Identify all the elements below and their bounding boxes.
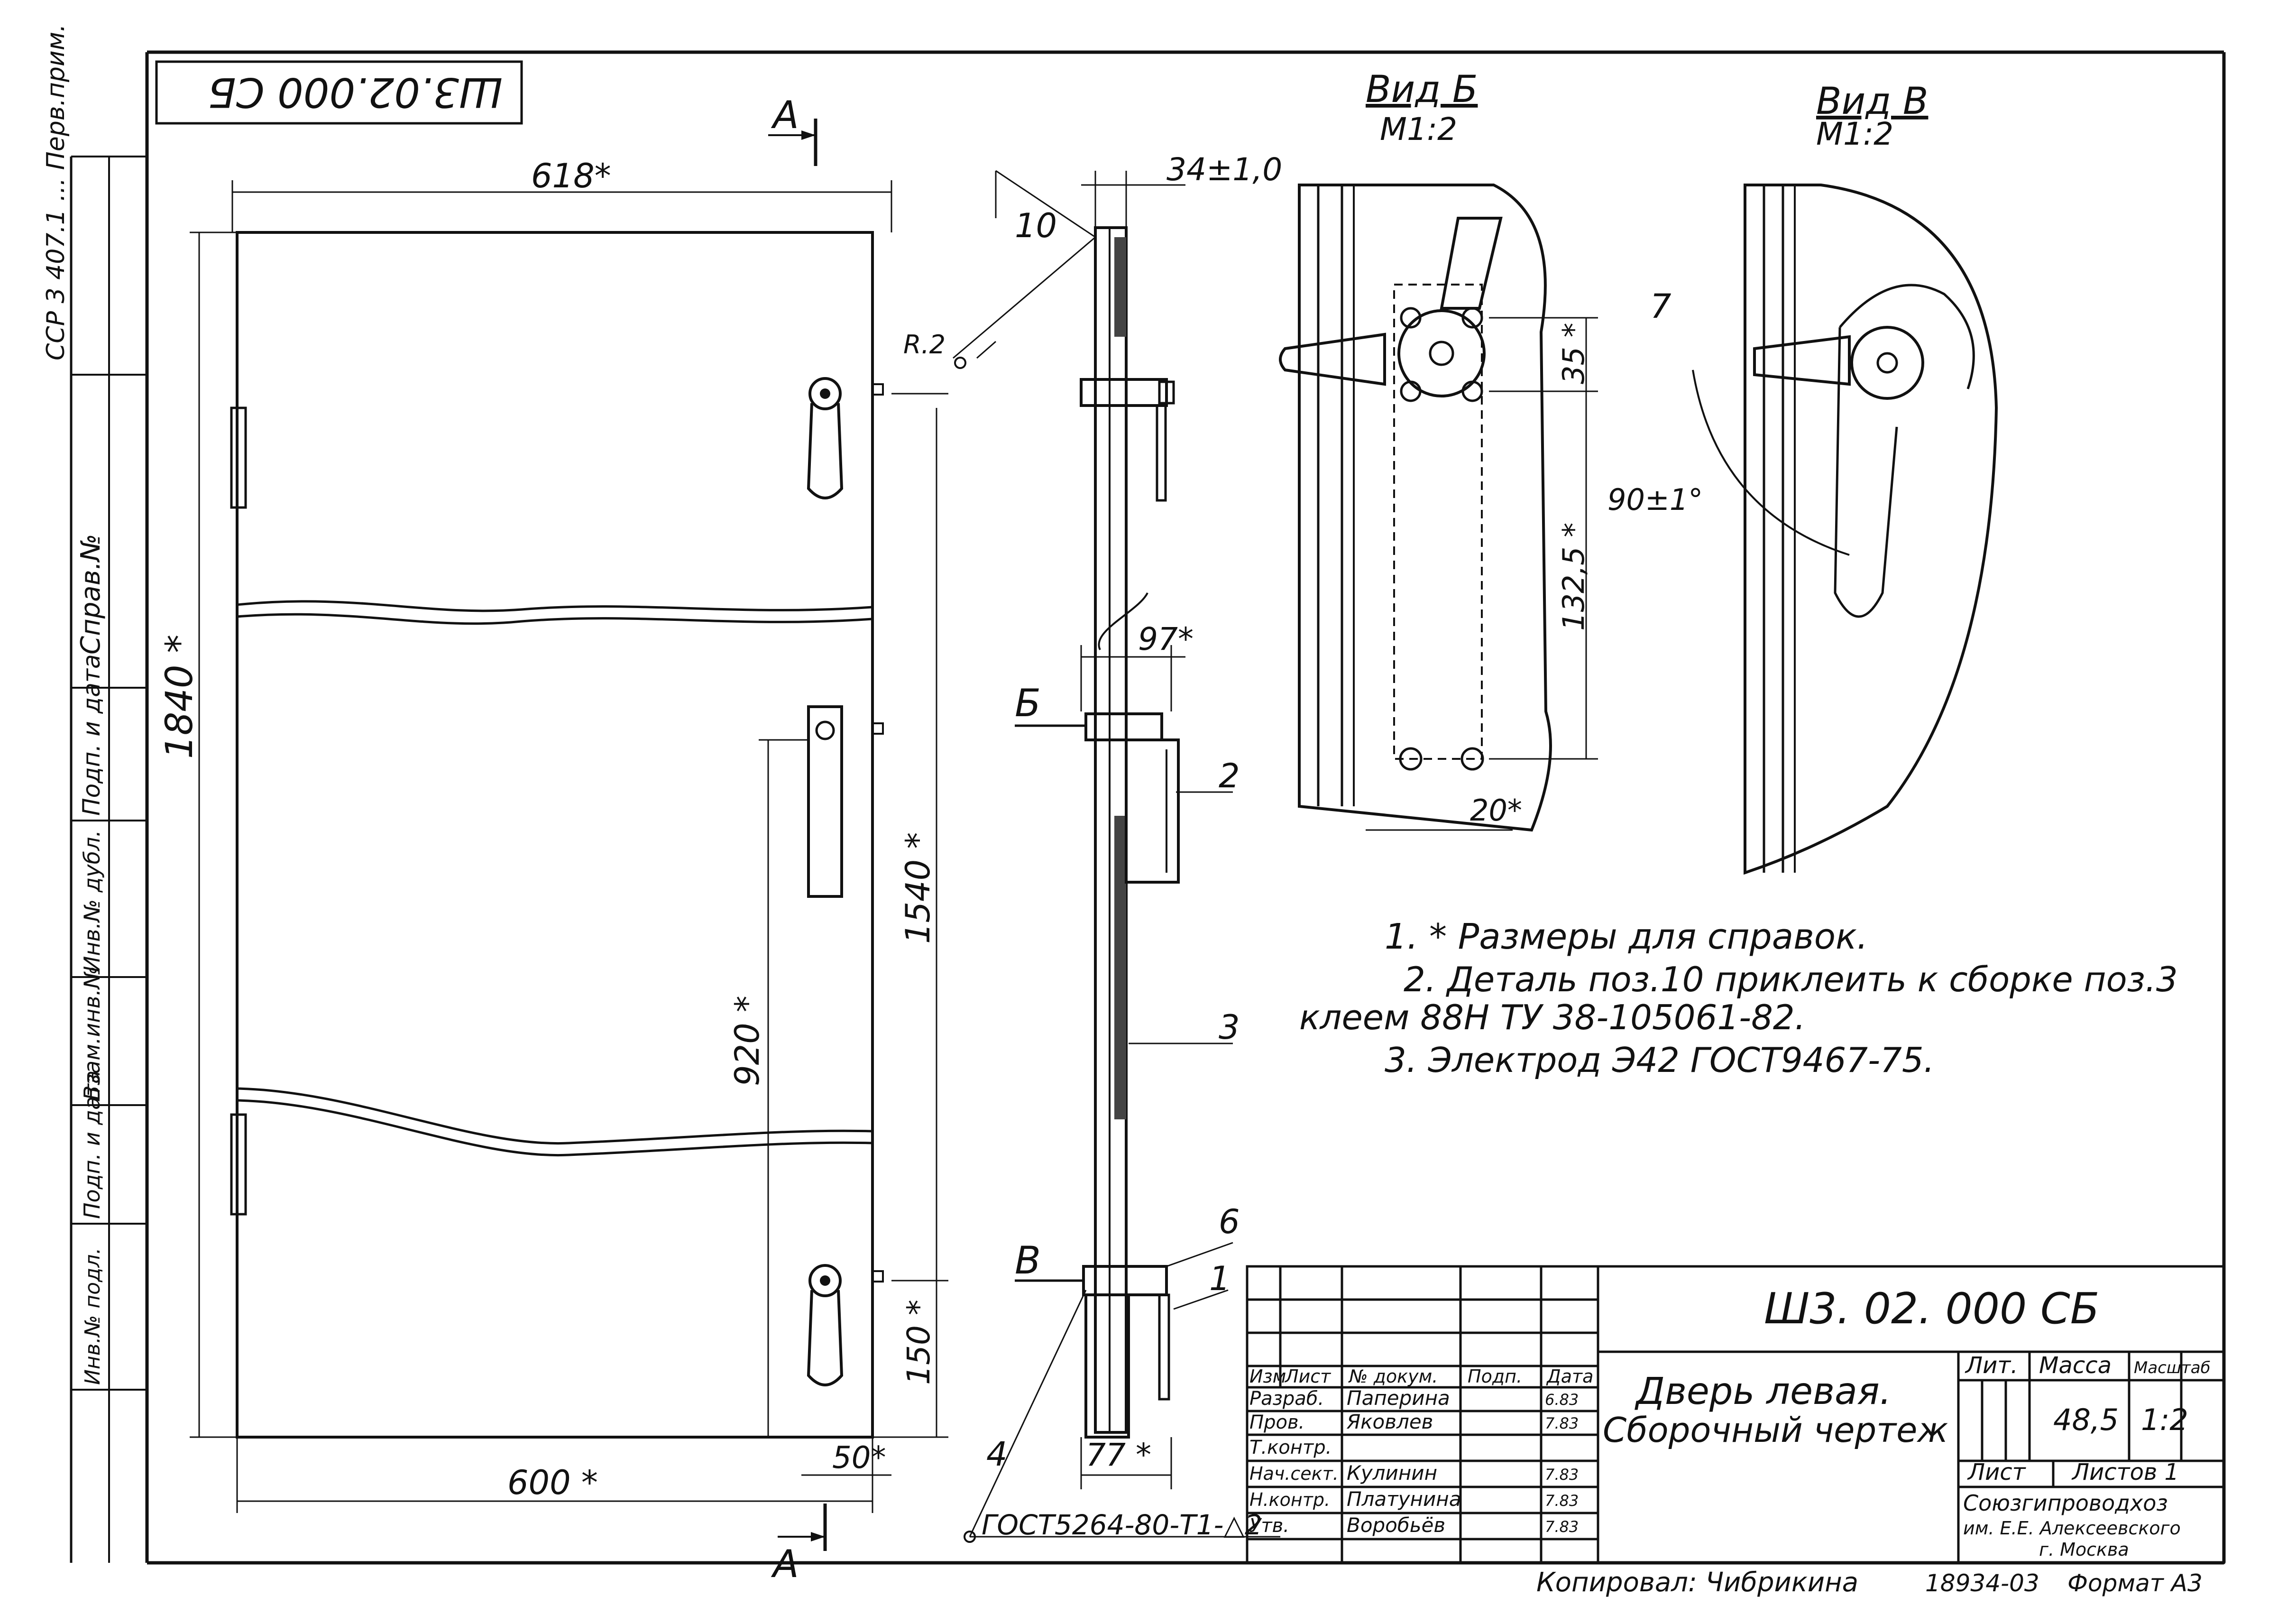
view-b-scale: М1:2 xyxy=(1380,111,1457,148)
left-column-label-6: Инв.№ подл. xyxy=(81,1247,105,1385)
note-1: 1. * Размеры для справок. xyxy=(1385,916,1868,957)
section-mark-a-top: А xyxy=(771,93,799,137)
left-column-label-4: Взам.инв.№ xyxy=(79,966,105,1100)
left-column-label-3: Инв.№ дубл. xyxy=(79,830,105,972)
row-date-6: 7.83 xyxy=(1545,1518,1579,1536)
footer-format: Формат А3 xyxy=(2067,1569,2203,1597)
title-code: Ш3. 02. 000 СБ xyxy=(1764,1284,2099,1334)
view-mark-v: В xyxy=(1015,1238,1041,1283)
sheets-label: Листов 1 xyxy=(2071,1459,2179,1486)
weld-note: ГОСТ5264-80-Т1-△2 xyxy=(982,1509,1262,1541)
dim-132: 132,5 * xyxy=(1556,523,1591,631)
dim-50: 50* xyxy=(832,1440,886,1476)
note-2: 2. Деталь поз.10 приклеить к сборке поз.… xyxy=(1404,960,2178,999)
left-stamp-column xyxy=(71,374,147,1391)
door-front-view xyxy=(230,231,884,1439)
row-role-5: Н.контр. xyxy=(1249,1489,1330,1510)
col-header-izm: Изм xyxy=(1249,1366,1286,1387)
pos-1: 1 xyxy=(1209,1259,1231,1298)
dim-150: 150 * xyxy=(900,1300,937,1385)
col-header-doc: № докум. xyxy=(1348,1366,1438,1387)
row-name-4: Кулинин xyxy=(1347,1461,1437,1485)
left-column-label-5: Подп. и дата xyxy=(79,1070,105,1219)
view-mark-b: Б xyxy=(1015,681,1041,725)
title-block xyxy=(1246,1265,2225,1564)
sheet-frame xyxy=(70,50,2226,1565)
col-header-date: Дата xyxy=(1546,1366,1593,1387)
dim-920: 920 * xyxy=(728,996,767,1086)
view-b xyxy=(1279,184,1552,832)
col-header-sign: Подп. xyxy=(1468,1366,1522,1387)
row-date-5: 7.83 xyxy=(1545,1492,1579,1510)
left-column-label-1: Справ.№ xyxy=(75,534,106,655)
dim-600: 600 * xyxy=(507,1463,598,1502)
row-date-2: 7.83 xyxy=(1545,1414,1579,1432)
dim-1840: 1840 * xyxy=(158,635,201,759)
pos-10: 10 xyxy=(1015,206,1057,245)
pos-7: 7 xyxy=(1650,287,1671,326)
mass-label: Масса xyxy=(2039,1352,2112,1379)
row-role-3: Т.контр. xyxy=(1249,1437,1332,1458)
row-date-4: 7.83 xyxy=(1545,1466,1579,1484)
view-v xyxy=(1692,184,1998,875)
margin-stamp-top: ССР 3 407.1 ... Перв.прим. xyxy=(42,24,70,360)
col-header-list: Лист xyxy=(1284,1366,1332,1387)
org-line-1: Союзгипроводхоз xyxy=(1963,1490,2168,1516)
dim-20: 20* xyxy=(1470,793,1522,828)
dim-618: 618* xyxy=(531,157,611,195)
org-line-3: г. Москва xyxy=(2039,1539,2129,1560)
section-mark-bottom: А xyxy=(771,1504,827,1586)
title-name-1: Дверь левая. xyxy=(1635,1370,1892,1413)
section-view xyxy=(1080,226,1180,1439)
sheet-label: Лист xyxy=(1967,1459,2027,1486)
row-name-1: Паперина xyxy=(1347,1386,1450,1410)
door-dimensions xyxy=(190,180,948,1513)
row-role-2: Пров. xyxy=(1249,1412,1304,1433)
org-line-2: им. Е.Е. Алексеевского xyxy=(1963,1518,2181,1539)
pos-4: 4 xyxy=(986,1435,1008,1474)
section-dimensions xyxy=(953,170,1280,1538)
view-b-dimensions xyxy=(1489,317,1598,760)
section-mark-a-bottom: А xyxy=(771,1542,799,1586)
scale-label: Масштаб xyxy=(2134,1358,2211,1377)
note-3: 3. Электрод Э42 ГОСТ9467-75. xyxy=(1385,1040,1935,1080)
title-name-2: Сборочный чертеж xyxy=(1603,1410,1948,1450)
dim-1540: 1540 * xyxy=(899,832,937,944)
footer-copied: Копировал: Чибрикина xyxy=(1536,1567,1858,1598)
row-role-1: Разраб. xyxy=(1249,1388,1324,1410)
doc-code-box xyxy=(155,60,523,125)
scale-value: 1:2 xyxy=(2141,1403,2188,1437)
dim-77: 77 * xyxy=(1086,1437,1151,1473)
pos-6: 6 xyxy=(1219,1202,1240,1241)
section-mark-top: А xyxy=(768,93,817,166)
lit-label: Лит. xyxy=(1965,1352,2018,1379)
angle-90: 90±1° xyxy=(1607,482,1703,517)
note-2-cont: клеем 88Н ТУ 38-105061-82. xyxy=(1299,997,1806,1037)
mass-value: 48,5 xyxy=(2053,1403,2119,1437)
row-date-1: 6.83 xyxy=(1545,1391,1579,1409)
radius-note: R.2 xyxy=(903,330,946,360)
row-name-5: Платунина xyxy=(1347,1487,1461,1511)
doc-code-rotated: Ш3.02.000 СБ xyxy=(208,68,503,116)
pos-3: 3 xyxy=(1219,1008,1240,1047)
dim-34: 34±1,0 xyxy=(1166,151,1282,188)
row-role-4: Нач.сект. xyxy=(1249,1463,1339,1484)
dim-97: 97* xyxy=(1138,621,1194,657)
view-v-title: Вид В xyxy=(1816,80,1928,123)
row-name-2: Яковлев xyxy=(1346,1410,1433,1433)
left-column-label-2: Подп. и дата xyxy=(78,654,105,816)
dim-35: 35 * xyxy=(1556,323,1591,384)
footer-number: 18934-03 xyxy=(1925,1569,2039,1597)
pos-2: 2 xyxy=(1219,757,1240,795)
row-role-6: Утв. xyxy=(1249,1515,1289,1537)
view-b-title: Вид Б xyxy=(1366,68,1478,111)
view-v-scale: М1:2 xyxy=(1816,116,1893,152)
row-name-6: Воробьёв xyxy=(1347,1513,1445,1537)
